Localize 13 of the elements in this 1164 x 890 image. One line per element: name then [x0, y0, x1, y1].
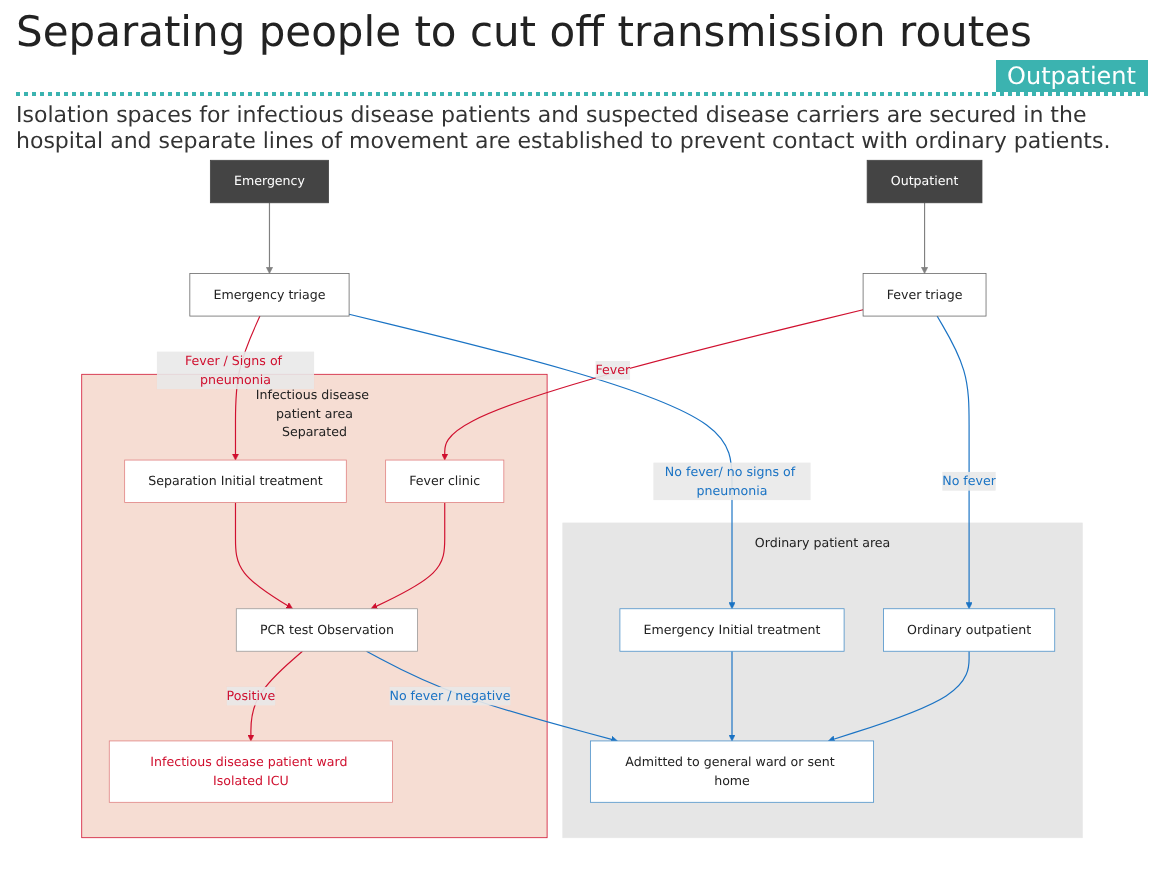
arrow [936, 315, 973, 610]
arrow [370, 501, 446, 610]
description: Isolation spaces for infectious disease patients and suspected disease carriers are secured in the hospital and separate lines of movement are established to prevent contact with ordinary patients. [16, 92, 1148, 154]
arrow [365, 650, 618, 743]
title: Separating people to cut off transmission routes [16, 8, 1034, 56]
arrow [921, 202, 929, 274]
arrow [348, 313, 736, 610]
category-tag: Outpatient [995, 60, 1148, 92]
arrow [441, 309, 864, 461]
arrow [234, 501, 293, 610]
arrow [728, 650, 736, 742]
arrow [828, 650, 970, 743]
arrow [266, 202, 273, 274]
